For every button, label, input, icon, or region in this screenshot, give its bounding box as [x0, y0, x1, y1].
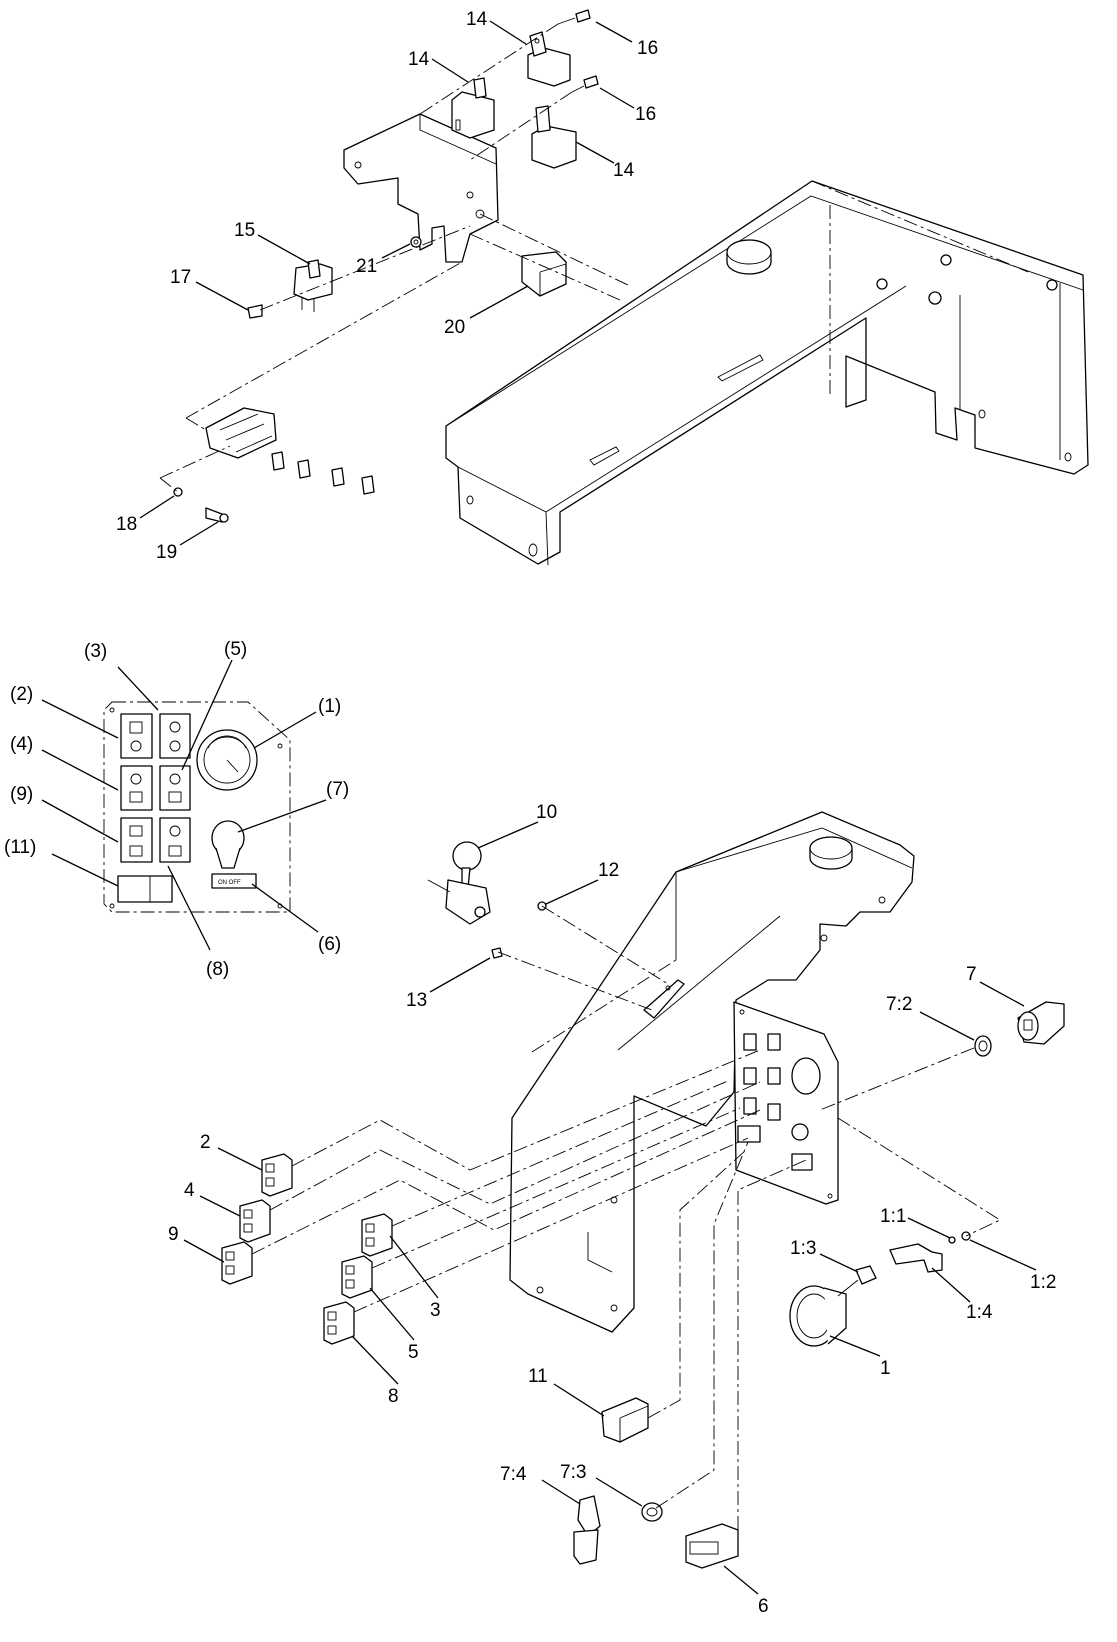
- callout-4: 4: [184, 1180, 195, 1201]
- callout-1-4: 1:4: [966, 1302, 993, 1323]
- screw-16-upper: [557, 9, 591, 25]
- callout-10: 10: [536, 802, 557, 823]
- callout-8: 8: [388, 1386, 399, 1407]
- callout-11: 11: [528, 1366, 548, 1387]
- callout-panel-1: (1): [318, 696, 341, 717]
- callout-panel-7: (7): [326, 779, 349, 800]
- callout-1-3: 1:3: [790, 1238, 816, 1259]
- bulb-1-3: [837, 1265, 877, 1297]
- rocker-switch-3: [361, 1213, 393, 1257]
- callouts-panel: (3) (5) (2) (1) (4) (9) (7) (11) (6) (8): [4, 639, 349, 980]
- ignition-switch-7: [1017, 1001, 1065, 1045]
- rocker-switch-5: [341, 1255, 373, 1299]
- relay-14-upper: [527, 31, 571, 87]
- callout-7-2: 7:2: [886, 994, 912, 1015]
- callout-7: 7: [966, 964, 977, 985]
- nut-21: [410, 236, 422, 248]
- callout-panel-4: (4): [10, 734, 33, 755]
- switch-11: [601, 1397, 649, 1443]
- callout-13: 13: [406, 990, 427, 1011]
- callout-5: 5: [408, 1342, 419, 1363]
- callout-panel-5: (5): [224, 639, 247, 660]
- svg-text:ON OFF: ON OFF: [218, 880, 241, 886]
- lower-control-panel-plate: [733, 1001, 839, 1205]
- nut-7-2: [974, 1035, 992, 1057]
- callout-20: 20: [444, 317, 465, 338]
- rocker-switch-4: [239, 1199, 271, 1243]
- lower-frame-assembly: [509, 811, 915, 1333]
- callout-panel-3: (3): [84, 641, 107, 662]
- bolt-19: [205, 507, 229, 523]
- callout-panel-6: (6): [318, 934, 341, 955]
- callout-16-lower: 16: [635, 104, 656, 125]
- callout-panel-9: (9): [10, 784, 33, 805]
- switch-20: [521, 251, 567, 297]
- callout-9: 9: [168, 1224, 179, 1245]
- hour-meter-6: [685, 1523, 739, 1569]
- callouts-lower: 10 12 13 7 7:2 2 4 9 3 5 8 1:1 1:2 1:3 1…: [168, 802, 1056, 1617]
- callout-12: 12: [598, 860, 619, 881]
- callout-17: 17: [170, 267, 191, 288]
- assembly-lines-top: [159, 23, 1029, 493]
- rocker-switch-2: [261, 1153, 293, 1197]
- relay-14-lower: [531, 105, 577, 169]
- callout-19: 19: [156, 542, 177, 563]
- callout-2: 2: [200, 1132, 211, 1153]
- assembly-lines-lower: [251, 905, 1001, 1530]
- callout-18: 18: [116, 514, 137, 535]
- callout-21: 21: [356, 256, 377, 277]
- callout-panel-2: (2): [10, 684, 33, 705]
- callout-panel-8: (8): [206, 959, 229, 980]
- upper-frame-assembly: [445, 180, 1089, 566]
- callout-7-3: 7:3: [560, 1462, 586, 1483]
- control-panel-layout: ON OFF: [103, 701, 291, 913]
- washer-1-1: [948, 1236, 956, 1244]
- callout-7-4: 7:4: [500, 1464, 527, 1485]
- callout-14-lower: 14: [613, 160, 635, 181]
- bracket-1-4: [889, 1243, 943, 1273]
- throttle-lever-10: [427, 841, 491, 925]
- relay-15: [293, 259, 333, 312]
- callout-1-2: 1:2: [1030, 1272, 1056, 1293]
- callout-14-middle: 14: [408, 49, 430, 70]
- callout-6: 6: [758, 1596, 769, 1617]
- washer-18: [173, 487, 183, 497]
- nut-13: [491, 947, 503, 959]
- lever-mount-bracket: [643, 979, 685, 1019]
- callout-14-upper: 14: [466, 9, 488, 30]
- key-7-4: [573, 1495, 601, 1565]
- relay-14-middle: [451, 77, 495, 139]
- screw-17: [247, 304, 263, 319]
- hour-meter-1: [789, 1285, 847, 1347]
- callouts-top: 14 14 14 16 16 15 17 21 20 18 19: [116, 9, 658, 563]
- terminal-connector: [205, 407, 375, 495]
- callout-16-upper: 16: [637, 38, 658, 59]
- rocker-switch-9: [221, 1241, 253, 1285]
- callout-1-1: 1:1: [880, 1206, 906, 1227]
- screw-16-lower: [571, 75, 599, 93]
- callout-3: 3: [430, 1300, 441, 1321]
- callout-15: 15: [234, 220, 255, 241]
- callout-panel-11: (11): [4, 837, 36, 858]
- callout-1: 1: [880, 1358, 891, 1379]
- rocker-switch-8: [323, 1301, 355, 1345]
- relay-bracket: [343, 113, 499, 263]
